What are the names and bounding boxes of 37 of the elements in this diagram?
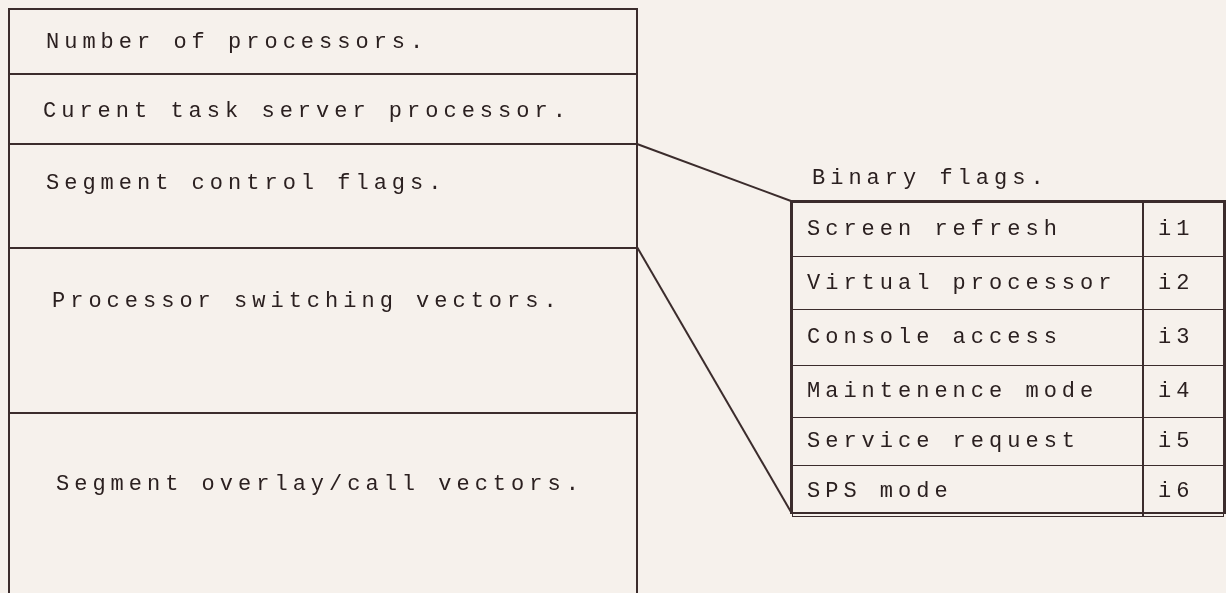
field-label: Segment overlay/call vectors. bbox=[56, 474, 584, 496]
field-label: i6 bbox=[1158, 480, 1195, 503]
field-label: i2 bbox=[1158, 272, 1195, 295]
table-cell bbox=[1142, 309, 1224, 366]
table-cell bbox=[792, 417, 1144, 466]
table-cell bbox=[792, 256, 1144, 310]
field-label: Curent task server processor. bbox=[43, 101, 571, 123]
field-row bbox=[8, 412, 638, 593]
field-label: i5 bbox=[1158, 431, 1195, 453]
expansion-line bbox=[636, 246, 792, 513]
field-label: Console access bbox=[807, 327, 1062, 349]
field-label: Processor switching vectors. bbox=[52, 291, 562, 313]
field-row bbox=[8, 73, 638, 145]
field-label: i3 bbox=[1158, 327, 1195, 349]
table-cell bbox=[1142, 202, 1224, 257]
table-cell bbox=[792, 202, 1144, 257]
field-row bbox=[8, 143, 638, 249]
table-cell bbox=[1142, 465, 1224, 517]
field-label: SPS mode bbox=[807, 480, 953, 503]
table-cell bbox=[792, 309, 1144, 366]
field-label: Number of processors. bbox=[46, 32, 429, 54]
expansion-line bbox=[636, 143, 792, 202]
field-label: i4 bbox=[1158, 381, 1195, 403]
field-label: Screen refresh bbox=[807, 219, 1062, 241]
field-label: i1 bbox=[1158, 219, 1195, 241]
field-label: Maintenence mode bbox=[807, 381, 1099, 403]
field-row bbox=[8, 247, 638, 414]
table-cell bbox=[792, 365, 1144, 418]
field-label: Virtual processor bbox=[807, 272, 1117, 295]
table-cell bbox=[792, 465, 1144, 517]
table-cell bbox=[1142, 256, 1224, 310]
table-cell bbox=[1142, 365, 1224, 418]
table-cell bbox=[1142, 417, 1224, 466]
table-heading: Binary flags. bbox=[812, 168, 1049, 190]
field-label: Service request bbox=[807, 431, 1081, 453]
field-label: Segment control flags. bbox=[46, 173, 447, 195]
field-row bbox=[8, 8, 638, 75]
